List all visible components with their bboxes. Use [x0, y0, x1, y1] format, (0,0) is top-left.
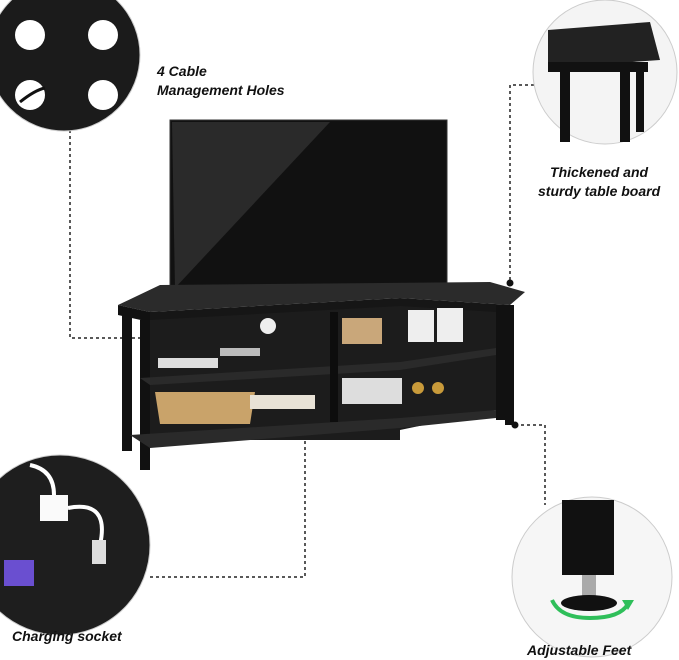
charging-socket-label: Charging socket	[12, 628, 122, 644]
cable-holes-detail	[0, 0, 141, 132]
table-board-detail	[532, 0, 678, 145]
adjustable-feet-label: Adjustable Feet	[527, 642, 632, 658]
cable-holes-label: 4 Cable Management Holes	[157, 62, 285, 100]
leader-charging	[150, 410, 306, 578]
cable-holes-label-line2: Management Holes	[157, 82, 285, 98]
table-board-label-line1: Thickened and	[550, 164, 649, 180]
tv-stand	[118, 282, 525, 470]
charging-socket-detail	[0, 454, 151, 636]
cable-holes-label-line1: 4 Cable	[157, 63, 207, 79]
leader-table-board	[509, 84, 540, 283]
table-board-label: Thickened and sturdy table board	[538, 163, 660, 201]
leader-feet	[515, 424, 546, 505]
tv	[169, 119, 448, 293]
table-board-label-line2: sturdy table board	[538, 183, 661, 199]
adjustable-feet-detail	[511, 496, 673, 658]
